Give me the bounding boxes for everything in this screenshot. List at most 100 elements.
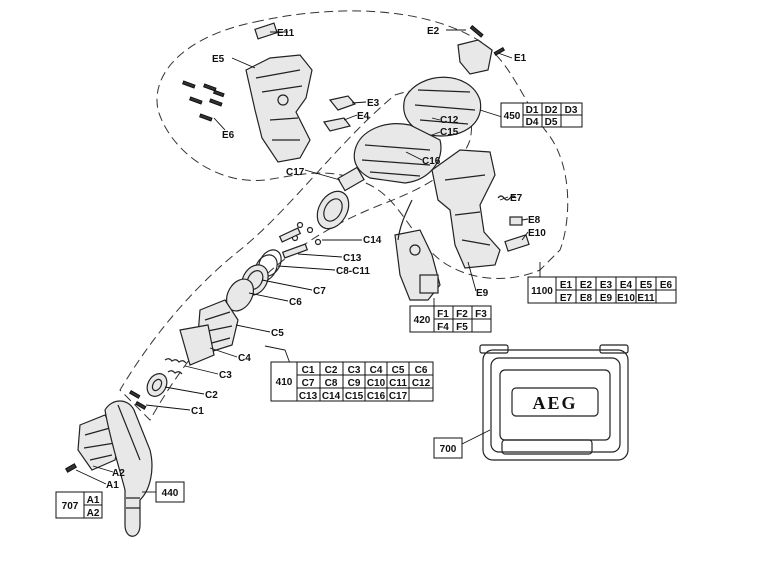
group-1100-cell: E5 [640, 280, 653, 291]
callout-c7: C7 [313, 286, 326, 297]
group-id-1100: 1100 [531, 286, 553, 297]
group-410-cell: C8 [325, 378, 338, 389]
callout-e11: E11 [277, 28, 295, 39]
callout-c14: C14 [363, 235, 382, 246]
washer-c13 [281, 243, 309, 259]
callout-c13: C13 [343, 253, 362, 264]
part-id-440: 440 [162, 488, 179, 499]
group-410-cell: C5 [392, 365, 405, 376]
part-id-700: 700 [440, 444, 457, 455]
callout-labels: E11 E2 E1 E5 E3 E4 E6 C12 C15 C16 C17 E7… [106, 26, 546, 491]
callout-e5: E5 [212, 54, 225, 65]
group-id-410: 410 [276, 377, 293, 388]
motor-assembly-450 [403, 76, 482, 137]
callout-e8: E8 [528, 215, 541, 226]
group-box-420: 420 F1 F2 F3 F4 F5 [409, 305, 492, 333]
group-1100-cell: E2 [580, 280, 593, 291]
callout-c5: C5 [271, 328, 284, 339]
callout-e3: E3 [367, 98, 380, 109]
spring-c3 [164, 358, 187, 375]
callout-c6: C6 [289, 297, 302, 308]
group-410-cell: C1 [302, 365, 315, 376]
part-box-700: 700 [433, 437, 463, 459]
group-410-cell: C14 [322, 391, 341, 402]
group-420-cell: F4 [437, 322, 449, 333]
group-420-cell: F3 [475, 309, 487, 320]
group-707-cells: A1 A2 [83, 491, 103, 519]
callout-c16: C16 [422, 156, 441, 167]
group-id-420: 420 [414, 315, 431, 326]
housing-half-e9 [431, 149, 501, 269]
pins-c14 [278, 221, 322, 246]
group-1100-cell: E8 [580, 293, 593, 304]
group-410-cell: C9 [348, 378, 361, 389]
washer-c2 [146, 373, 168, 397]
group-box-410: 410 C1 C2 C3 C4 C5 C6 C7 C8 C9 C10 C11 C… [270, 361, 434, 402]
label-plate-e11 [254, 22, 278, 40]
group-410-cell: C15 [345, 391, 364, 402]
group-410-cell: C12 [412, 378, 431, 389]
motor-pinion-c17 [316, 190, 350, 230]
screw-e2 [469, 25, 484, 38]
clutch-sleeve-c4 [179, 324, 215, 366]
group-box-450: 450 D1 D2 D3 D4 D5 [500, 102, 583, 128]
group-707-cell: A2 [87, 508, 100, 519]
group-1100-cell: E1 [560, 280, 573, 291]
group-707-cell: A1 [87, 495, 100, 506]
group-id-450: 450 [504, 111, 521, 122]
callout-e1: E1 [514, 53, 527, 64]
callout-c15: C15 [440, 127, 459, 138]
side-handle-440 [104, 400, 153, 537]
group-410-cell: C3 [348, 365, 361, 376]
callout-e6: E6 [222, 130, 235, 141]
group-1100-cell: E11 [637, 293, 655, 304]
callout-c1: C1 [191, 406, 204, 417]
group-1100-cell: E4 [620, 280, 633, 291]
group-1100-cell: E7 [560, 293, 573, 304]
group-410-cell: C6 [415, 365, 428, 376]
group-450-cell: D5 [545, 117, 558, 128]
callout-e9: E9 [476, 288, 489, 299]
clip-e1 [457, 39, 506, 75]
group-410-cell: C16 [367, 391, 386, 402]
part-box-440: 440 [155, 481, 185, 503]
callout-c12: C12 [440, 115, 459, 126]
group-410-cell: C11 [389, 378, 407, 389]
spring-e7 [497, 195, 517, 201]
group-450-cell: D3 [565, 105, 578, 116]
group-410-cell: C13 [299, 391, 318, 402]
group-450-cell: D1 [526, 105, 539, 116]
screws-e6 [182, 80, 225, 122]
group-1100-cells: E1 E2 E3 E4 E5 E6 E7 E8 E9 E10 E11 [555, 276, 677, 304]
callout-c3: C3 [219, 370, 232, 381]
part-e8 [509, 216, 523, 226]
switch-part-e4 [323, 117, 352, 132]
group-box-707: 707 A1 A2 [55, 491, 103, 519]
group-410-cell: C7 [302, 378, 315, 389]
group-450-cell: D2 [545, 105, 558, 116]
callout-a1: A1 [106, 480, 119, 491]
callout-e10: E10 [528, 228, 546, 239]
group-420-cell: F5 [456, 322, 468, 333]
group-box-1100: 1100 E1 E2 E3 E4 E5 E6 E7 E8 E9 E10 E11 [527, 276, 677, 304]
group-420-cell: F1 [437, 309, 449, 320]
callout-c4: C4 [238, 353, 251, 364]
callout-a2: A2 [112, 468, 125, 479]
group-id-707: 707 [62, 501, 79, 512]
callout-e2: E2 [427, 26, 440, 37]
screw-a1 [64, 463, 78, 473]
callout-c2: C2 [205, 390, 218, 401]
group-410-cell: C17 [389, 391, 408, 402]
housing-half-e5 [245, 54, 313, 163]
callout-c8-c11: C8-C11 [336, 266, 370, 277]
callout-c17: C17 [286, 167, 305, 178]
screws-c1 [128, 389, 147, 410]
group-450-cells: D1 D2 D3 D4 D5 [522, 102, 583, 128]
group-410-cell: C10 [367, 378, 386, 389]
group-1100-cell: E9 [600, 293, 613, 304]
switch-assembly-420 [394, 199, 441, 301]
case-brand-text: AEG [532, 393, 577, 413]
gearbox-assembly [337, 123, 442, 192]
group-410-cells: C1 C2 C3 C4 C5 C6 C7 C8 C9 C10 C11 C12 C… [296, 361, 434, 402]
